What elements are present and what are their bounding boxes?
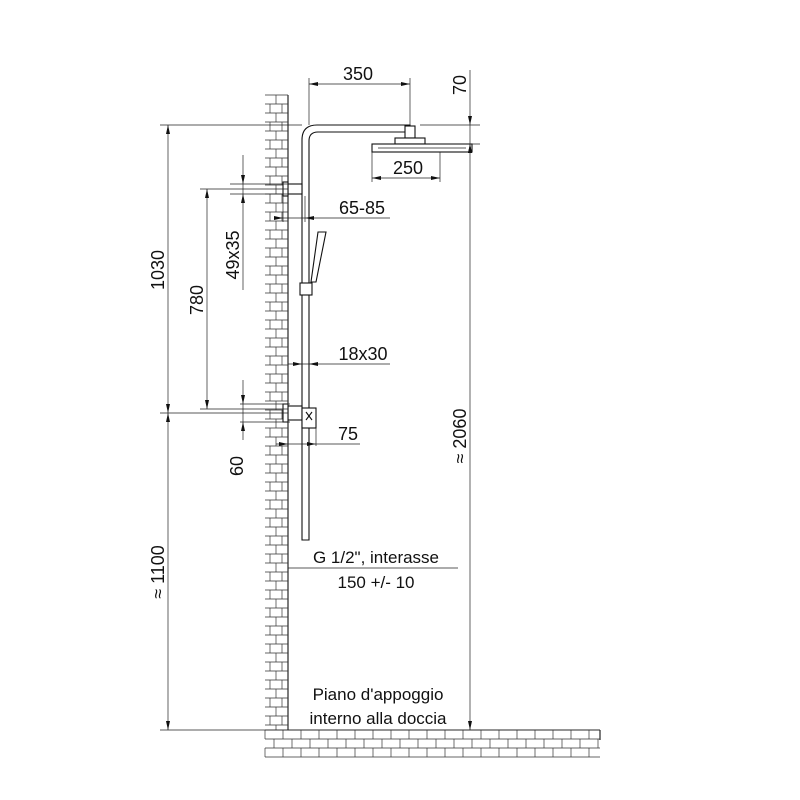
dim-bar-section: 18x30: [338, 344, 387, 364]
shower-column: [282, 124, 473, 541]
dim-head-thickness: 70: [450, 75, 470, 95]
dim-inlet-distance: 780: [187, 285, 207, 315]
dim-head-width: 250: [393, 158, 423, 178]
dim-floor-to-inlet: ≈ 1100: [148, 545, 168, 599]
dim-wall-offset: 65-85: [339, 198, 385, 218]
dim-riser-height: 1030: [148, 250, 168, 290]
shower-head: [371, 137, 473, 153]
dim-valve-depth: 75: [338, 424, 358, 444]
dim-arm-length: 350: [343, 64, 373, 84]
note-floor-line2: interno alla doccia: [309, 709, 447, 728]
brick-wall: [265, 94, 289, 730]
hand-shower: [310, 231, 327, 283]
dimension-lines: [160, 70, 480, 731]
note-floor-line1: Piano d'appoggio: [313, 685, 444, 704]
dim-valve-offset: 60: [227, 456, 247, 476]
brick-floor: [264, 729, 601, 758]
note-thread-line1: G 1/2", interasse: [313, 548, 439, 567]
note-thread-line2: 150 +/- 10: [337, 573, 414, 592]
slider-holder: [299, 282, 313, 296]
dim-bracket-size: 49x35: [223, 230, 243, 279]
dim-total-height: ≈ 2060: [450, 409, 470, 464]
